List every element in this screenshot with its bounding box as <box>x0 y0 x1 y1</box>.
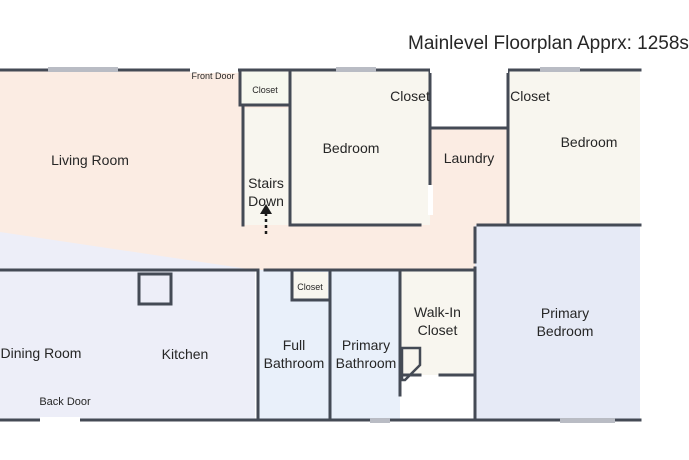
back-door-label: Back Door <box>39 396 91 408</box>
stairs-arrow-icon <box>260 204 272 234</box>
hall-closet-label: Closet <box>297 282 323 292</box>
living-room-area <box>0 70 475 270</box>
front-door-label: Front Door <box>191 71 235 81</box>
primary-bedroom-area <box>475 225 640 420</box>
front-closet-label: Closet <box>252 85 278 95</box>
hall-closet-area <box>292 272 328 300</box>
bedroom-2-label: Bedroom <box>560 134 618 150</box>
walk-in-closet-area <box>400 270 475 375</box>
primary-bathroom-area <box>330 270 400 420</box>
door-openings <box>40 67 508 423</box>
floorplan-drawing <box>0 67 642 423</box>
walk-in-closet-label: Walk-In Closet <box>414 304 461 338</box>
kitchen-label: Kitchen <box>161 346 209 362</box>
floorplan-title: Mainlevel Floorplan Apprx: 1258s <box>408 33 689 54</box>
primary-bedroom-label: Primary Bedroom <box>536 305 594 339</box>
laundry-area <box>430 128 508 225</box>
bedroom-1-label: Bedroom <box>322 140 380 156</box>
living-room-label: Living Room <box>51 152 129 168</box>
windows <box>48 67 615 423</box>
dining-kitchen-area <box>0 232 255 420</box>
closet-shelf <box>400 346 422 382</box>
laundry-label: Laundry <box>443 150 495 166</box>
full-bathroom-label: Full Bathroom <box>263 337 325 371</box>
bedroom-1-area <box>290 70 430 225</box>
bedroom-2-area <box>508 70 640 225</box>
dining-room-label: Dining Room <box>0 345 82 361</box>
front-closet-area <box>240 70 290 105</box>
floorplan-canvas: Mainlevel Floorplan Apprx: 1258s Front D… <box>0 33 689 423</box>
bedroom-2-closet-label: Closet <box>510 88 550 104</box>
stairs-label: Stairs Down <box>248 175 284 209</box>
primary-bathroom-label: Primary Bathroom <box>335 337 397 371</box>
bedroom-1-closet-label: Closet <box>390 88 430 104</box>
